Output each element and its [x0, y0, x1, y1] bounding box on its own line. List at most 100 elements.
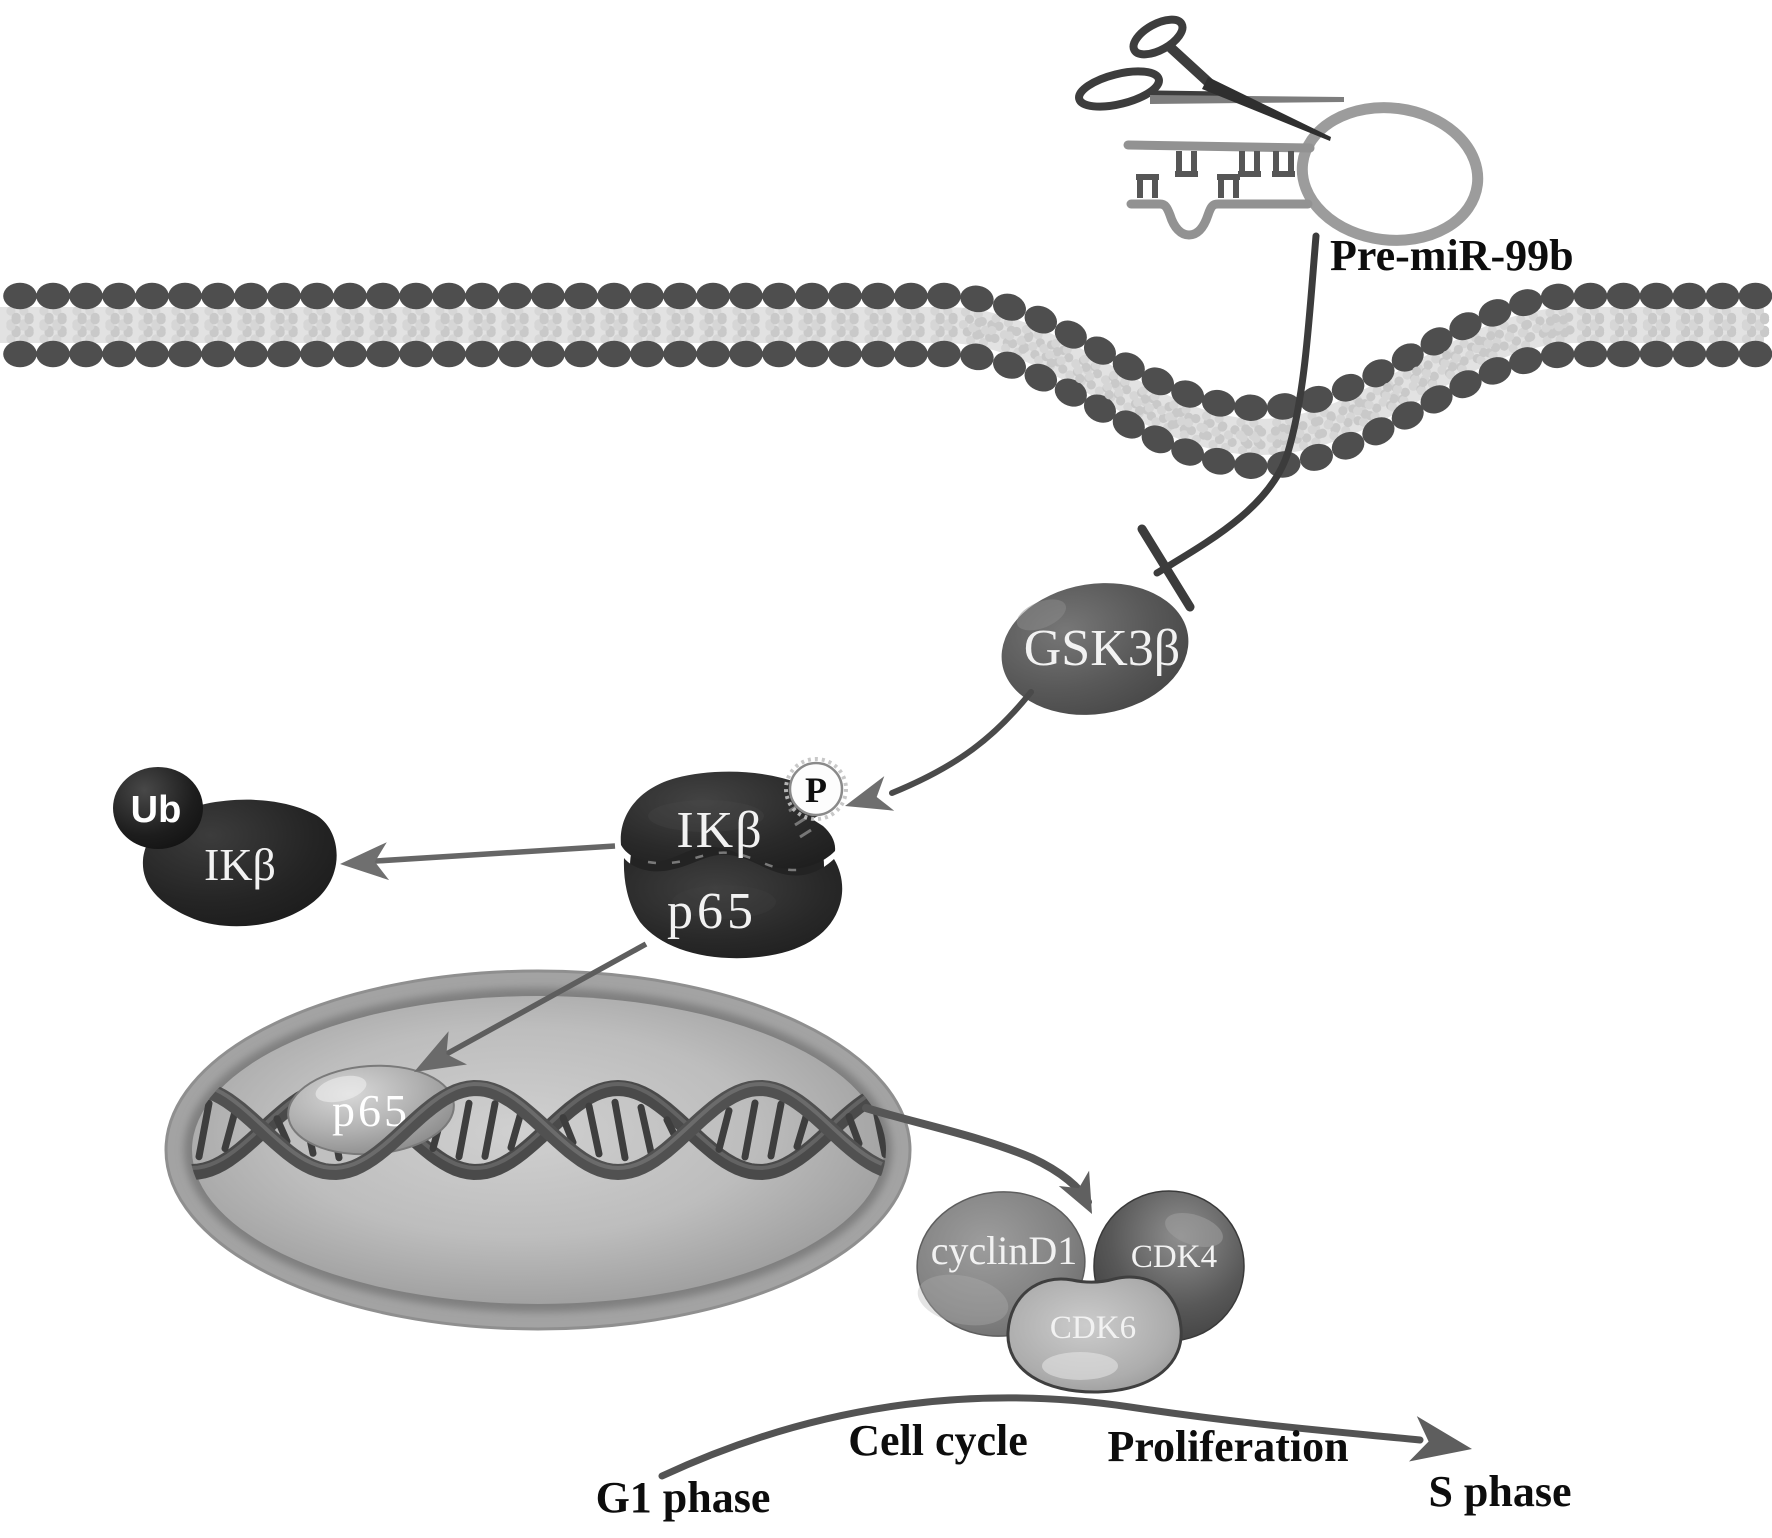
lipid-bottom	[399, 315, 433, 368]
complex-seam	[647, 851, 799, 872]
lipid-bottom	[630, 315, 664, 368]
lipid-top	[1016, 305, 1058, 360]
lipid-bottom	[1201, 422, 1240, 475]
p65-label: p65	[667, 883, 757, 940]
lipid-bottom	[1352, 392, 1395, 446]
phosphorylation-arrowhead	[845, 776, 895, 811]
lipid-bottom	[1471, 331, 1512, 385]
node-ikb-ubiquitinated: Ub IKβ	[113, 767, 337, 927]
lipid-bottom	[1738, 315, 1772, 368]
p65-sheen	[672, 885, 776, 919]
induction-arrowhead	[1058, 1170, 1092, 1214]
lipid-bottom	[1381, 376, 1424, 430]
node-ikb-p65-complex: IKβ p65	[620, 771, 843, 959]
node-gsk3b: GSK3β	[1001, 583, 1189, 715]
lipid-top	[958, 285, 994, 339]
ikb-label: IKβ	[676, 802, 763, 859]
scissors-ring-lower	[1075, 67, 1163, 111]
translocation-arrowhead	[414, 1031, 467, 1072]
cdk6-label: CDK6	[1050, 1310, 1136, 1346]
scissors-icon	[1075, 15, 1344, 141]
translocation-arrow-line	[430, 941, 648, 1065]
p65-nuclear-label: p65	[332, 1085, 410, 1136]
phosphorylation-arc	[889, 689, 1034, 796]
lipid-bottom	[168, 315, 202, 368]
lipid-bottom	[729, 315, 763, 368]
node-cyclin-cdk-complex: cyclinD1 CDK4 CDK6	[916, 1190, 1245, 1394]
ikb-ub-label: IKβ	[204, 839, 276, 890]
lipid-bottom	[333, 315, 367, 368]
cdk4-label: CDK4	[1131, 1239, 1217, 1275]
lipid-bottom	[696, 315, 730, 368]
gsk3b-label: GSK3β	[1024, 620, 1180, 677]
lipid-bottom	[102, 315, 136, 368]
lipid-bottom	[531, 315, 565, 368]
lipid-bottom	[201, 315, 235, 368]
lipid-top	[1045, 320, 1087, 374]
inhibition-t-bar	[1137, 524, 1195, 612]
gsk3b-highlight	[1016, 599, 1066, 631]
lipid-bottom	[135, 315, 169, 368]
pre-mir-hairpin	[1123, 102, 1484, 246]
ub-label: Ub	[131, 789, 182, 831]
cell-cycle-arrowhead	[1409, 1416, 1472, 1462]
lipid-bottom	[1324, 406, 1365, 460]
lipid-bottom	[795, 315, 829, 368]
inhibition-arc	[1153, 232, 1320, 577]
edge-g1-to-s-phase	[658, 1394, 1472, 1480]
lipid-bottom	[69, 315, 103, 368]
edge-p65-translocation	[414, 941, 648, 1072]
lipid-bottom	[597, 315, 631, 368]
lipid-bottom	[564, 315, 598, 368]
lipid-bottom	[465, 315, 499, 368]
base-pair-marks	[1136, 151, 1295, 198]
cell-cycle-label: Cell cycle	[848, 1416, 1028, 1465]
cell-cycle-arc	[658, 1394, 1424, 1480]
s-phase-label: S phase	[1428, 1467, 1571, 1516]
p-badge-outer-ring	[784, 757, 848, 821]
lipid-bottom	[36, 315, 70, 368]
p65-pill-highlight	[315, 1075, 367, 1103]
edge-premir-inhibits-gsk3b	[1137, 232, 1320, 612]
lipid-top	[1478, 299, 1521, 351]
edge-nucleus-induces-cyclin	[862, 1104, 1092, 1214]
lipid-bottom	[366, 315, 400, 368]
lipid-bottom	[498, 315, 532, 368]
lipid-bottom	[267, 315, 301, 368]
lipid-bottom	[861, 315, 895, 368]
lipid-top	[1073, 336, 1116, 390]
hairpin-top-strand	[1123, 140, 1315, 153]
p-badge-circle	[788, 761, 844, 817]
lipid-bottom	[1705, 315, 1740, 368]
lipid-bottom	[1540, 315, 1575, 369]
scissors-blade-dark	[1202, 77, 1331, 141]
lipid-bottom	[234, 315, 268, 368]
lipid-top	[1102, 352, 1145, 406]
lipid-bottom	[1606, 315, 1641, 368]
pre-mir-99b-label: Pre-miR-99b	[1330, 231, 1574, 280]
cell-membrane	[0, 282, 1772, 479]
lipid-bottom	[762, 315, 796, 368]
lipid-bottom	[1573, 315, 1608, 368]
lipid-bottom	[1639, 315, 1674, 368]
cdk6-highlight	[1042, 1352, 1118, 1380]
lipid-bottom	[1410, 360, 1453, 414]
lipid-bottom	[828, 315, 862, 368]
edge-ikb-degradation	[340, 842, 616, 881]
edge-gsk3b-phosphorylates-ikb	[845, 689, 1034, 811]
cyclind1-label: cyclinD1	[931, 1228, 1078, 1273]
g1-phase-label: G1 phase	[596, 1473, 771, 1522]
dna-helix-front-strand	[190, 1079, 886, 1181]
node-phosphate-badge: P	[784, 757, 848, 821]
lipid-bottom	[1672, 315, 1707, 368]
cdk4-highlight	[1165, 1212, 1223, 1248]
lipid-bottom	[3, 315, 37, 368]
induction-curve	[862, 1104, 1092, 1206]
proliferation-label: Proliferation	[1107, 1422, 1348, 1471]
ikb-sheen	[648, 800, 764, 832]
ub-circle	[113, 767, 203, 849]
lipid-bottom	[927, 315, 961, 368]
lipid-bottom	[1505, 320, 1543, 375]
lipid-bottom	[1233, 426, 1268, 479]
